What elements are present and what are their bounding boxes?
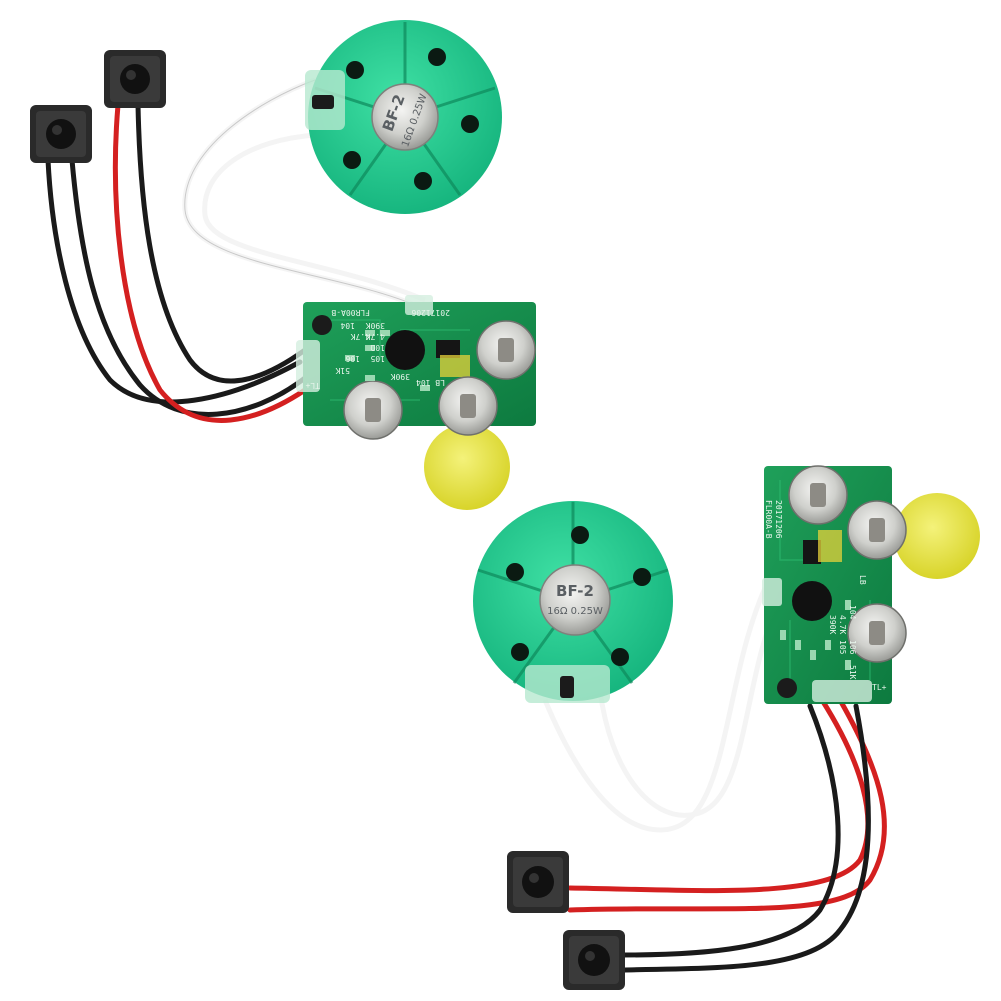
- speaker-2-model: BF-2: [556, 582, 594, 600]
- silk-2-2: 105: [838, 640, 847, 655]
- silk-1-7: 4.7K: [351, 332, 370, 341]
- board-1-code: FLR00A-B: [331, 308, 370, 317]
- silk-1-9: LB 104: [416, 378, 445, 387]
- trigger-pad-1: [424, 424, 510, 510]
- pcb-board-2: 20171206 FLR00A-B 390K 4.7K 105 106 51K …: [762, 465, 907, 704]
- silk-2-1: 4.7K: [838, 615, 847, 634]
- push-button-switch-1b: [104, 50, 166, 108]
- speaker-wires-2: [542, 586, 783, 833]
- speaker-2: BF-2 16Ω 0.25W: [473, 501, 673, 703]
- silk-1-10: TL+: [305, 381, 320, 390]
- push-button-switch-1a: [30, 105, 92, 163]
- board-2-date: 20171206: [774, 500, 783, 539]
- silk-1-3: 10Ω: [370, 343, 385, 352]
- silk-1-0: 390K: [366, 321, 385, 330]
- silk-1-1: 4.7K: [366, 332, 385, 341]
- silk-1-4: 105: [370, 354, 385, 363]
- speaker-2-rating: 16Ω 0.25W: [547, 606, 603, 617]
- pcb-board-1: FLR00A-B 20171206 390K 4.7K 104 10Ω 105 …: [296, 295, 536, 440]
- trigger-pad-2: [894, 493, 980, 579]
- switch-wires-2: [567, 697, 887, 973]
- push-button-switch-2a: [507, 851, 569, 913]
- silk-2-3: 106: [848, 640, 857, 655]
- board-1-date: 20171206: [411, 308, 450, 317]
- push-button-switch-2b: [563, 930, 625, 990]
- silk-2-6: LB: [858, 575, 867, 585]
- silk-1-2: 104: [340, 321, 355, 330]
- silk-2-0: 390K: [828, 615, 837, 634]
- silk-1-8: 390K: [391, 372, 410, 381]
- silk-2-4: 51K: [848, 665, 857, 680]
- silk-1-5: 106: [345, 354, 360, 363]
- sound-module-1: BF-2 16Ω 0.25W: [30, 20, 536, 510]
- board-2-code: FLR00A-B: [764, 500, 773, 539]
- speaker-1: BF-2 16Ω 0.25W: [305, 20, 502, 214]
- sound-module-2: BF-2 16Ω 0.25W: [473, 465, 980, 990]
- switch-wires-1: [45, 102, 308, 423]
- silk-2-7: TL+: [872, 683, 887, 692]
- silk-2-5: 104: [848, 605, 857, 620]
- silk-1-6: 51K: [335, 366, 350, 375]
